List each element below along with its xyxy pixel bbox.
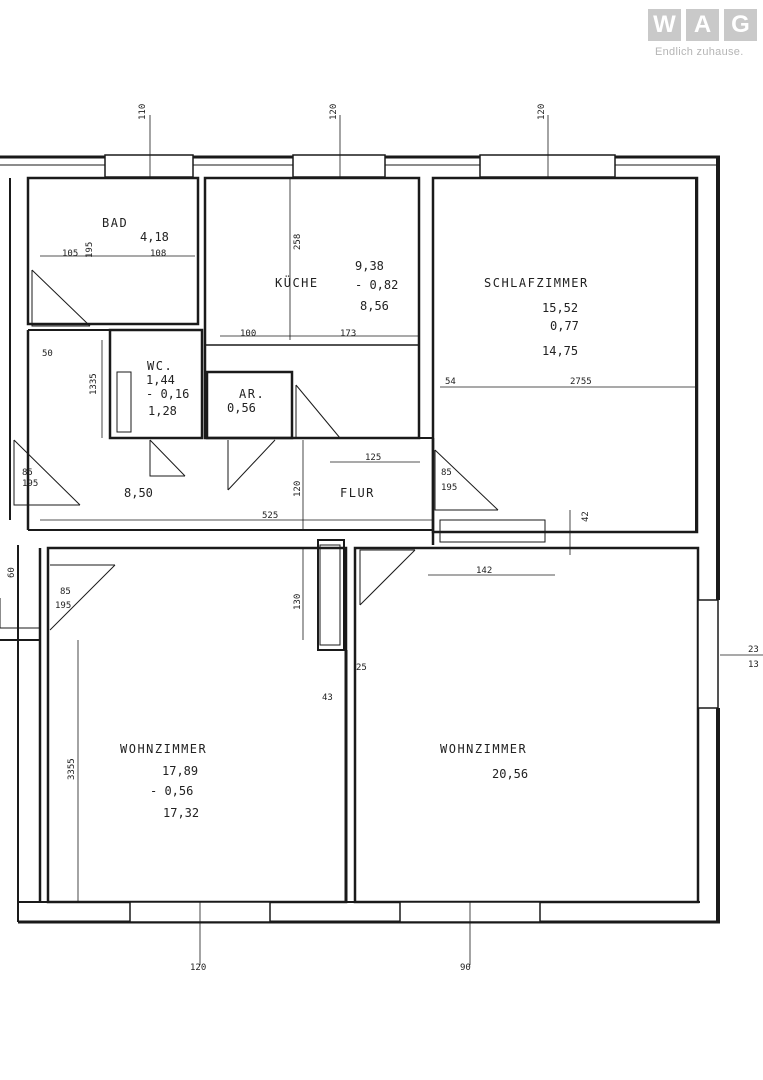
room-schlafzimmer-area-minus: 0,77 [550,319,579,333]
dim-label: 54 [445,377,456,387]
dim-label: 3355 [67,758,77,780]
logo-letter-w: W [653,11,676,38]
dim-label: 120 [329,104,339,120]
room-wohnzimmer-rechts-area: 20,56 [492,767,528,781]
logo-box-a: A [686,9,719,41]
dim-label: 1335 [89,373,99,395]
room-wohnzimmer-links-area-net: 17,32 [163,806,199,820]
wag-logo: W A G Endlich zuhause. [648,9,760,63]
room-wohnzimmer-links-area-minus: - 0,56 [150,784,193,798]
dim-label: 195 [22,479,38,489]
logo-letter-g: G [731,11,750,38]
dim-label: 60 [7,567,17,578]
dimension-labels: 105 108 195 258 100 173 54 2755 1335 50 … [7,104,759,973]
room-wc-area-minus: - 0,16 [146,387,189,401]
dim-label: 43 [322,693,333,703]
room-kueche-area-gross: 9,38 [355,259,384,273]
room-schlafzimmer-area-net: 14,75 [542,344,578,358]
room-bad-area: 4,18 [140,230,169,244]
logo-box-g: G [724,9,757,41]
plan-walls [0,154,720,924]
dim-label: 130 [293,594,303,610]
door-swings [0,269,499,631]
logo-tagline: Endlich zuhause. [655,46,744,58]
dim-label: 120 [537,104,547,120]
room-kueche-area-net: 8,56 [360,299,389,313]
dim-label: 120 [293,481,303,497]
dim-label: 110 [138,104,148,120]
room-wohnzimmer-links-area-gross: 17,89 [162,764,198,778]
room-wc-name: WC. [147,359,173,373]
dim-label: 125 [365,453,381,463]
dim-label: 23 [748,645,759,655]
room-wc-area-gross: 1,44 [146,373,175,387]
radiator-units [116,371,546,646]
logo-box-w: W [648,9,681,41]
dim-label: 25 [356,663,367,673]
room-vorraum-area: 8,50 [124,486,153,500]
dim-label: 85 [441,468,452,478]
room-wohnzimmer-links-name: WOHNZIMMER [120,742,207,756]
dim-label: 50 [42,349,53,359]
room-flur-name: FLUR [340,486,375,500]
room-kueche-area-minus: - 0,82 [355,278,398,292]
dim-label: 100 [240,329,256,339]
dim-label: 2755 [570,377,592,387]
dim-label: 90 [460,963,471,973]
dim-label: 105 [62,249,78,259]
dimension-lines [40,115,763,965]
room-ar-name: AR. [239,387,265,401]
room-schlafzimmer-area-gross: 15,52 [542,301,578,315]
dim-label: 258 [293,234,303,250]
room-kueche-name: KÜCHE [275,274,319,290]
room-labels: BAD 4,18 KÜCHE 9,38 - 0,82 8,56 SCHLAFZI… [102,216,589,820]
dim-label: 195 [85,242,95,258]
dim-label: 120 [190,963,206,973]
dim-label: 173 [340,329,356,339]
room-wohnzimmer-rechts-name: WOHNZIMMER [440,742,527,756]
dim-label: 13 [748,660,759,670]
room-schlafzimmer-name: SCHLAFZIMMER [484,276,589,290]
dim-label: 195 [55,601,71,611]
dim-label: 525 [262,511,278,521]
room-ar-area: 0,56 [227,401,256,415]
logo-letter-a: A [693,11,712,38]
dim-label: 85 [22,468,33,478]
dim-label: 85 [60,587,71,597]
dim-label: 108 [150,249,166,259]
room-bad-name: BAD [102,216,128,230]
dim-label: 195 [441,483,457,493]
room-wc-area-net: 1,28 [148,404,177,418]
dim-label: 142 [476,566,492,576]
dim-label: 42 [581,511,591,522]
